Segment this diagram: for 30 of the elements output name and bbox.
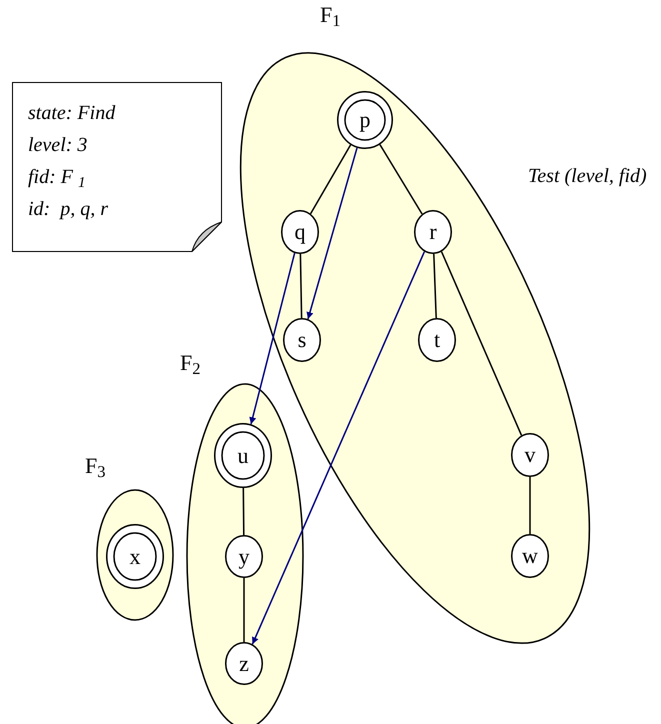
tree-edge [310,144,352,214]
tree-edge [243,578,245,642]
arrow [249,252,296,424]
tree-edge [433,254,437,318]
node-label: u [238,444,248,466]
tree-edge [440,251,522,436]
note-text: level: 3 [28,133,88,158]
note-text: state: Find [28,101,116,126]
arrow [306,148,358,320]
group-label: F$_{2}$ [180,352,200,374]
note-text: fid: F $_{1}$ [28,165,86,190]
node-label: x [130,546,140,568]
note-text: id: p, q, r [28,197,109,222]
tree-edge [379,144,423,214]
tree-edge [300,254,302,318]
node-label: s [298,329,306,351]
group-label: F$_{1}$ [320,4,340,26]
node-label: z [239,652,249,674]
tree-edge [529,477,531,534]
node-label: q [294,221,306,243]
node-label: v [524,444,536,466]
node-label: w [522,545,538,567]
node-label: t [434,329,440,351]
tree-edge [242,488,245,535]
node-label: r [429,221,437,243]
arrow [252,251,426,645]
node-label: p [360,109,370,131]
node-label: y [238,546,250,568]
annotation-text: Test (level, fid) [528,166,647,186]
group-label: F$_{3}$ [85,455,106,477]
